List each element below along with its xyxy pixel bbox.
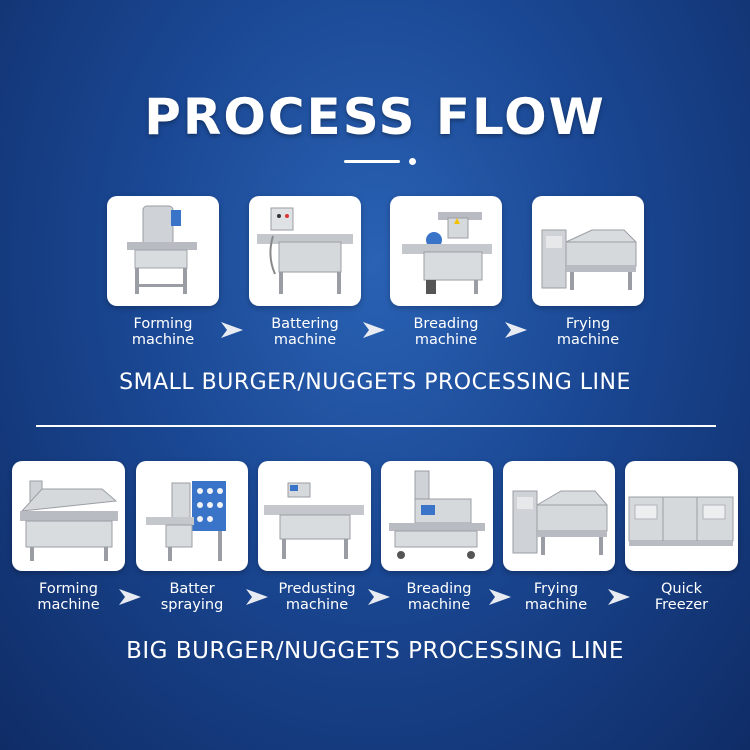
big-forming-machine-image	[12, 461, 125, 571]
small-step-1-label: Forming machine	[107, 316, 219, 348]
big-step-5-line1: Frying	[533, 581, 579, 597]
arrow-right-icon	[505, 322, 527, 338]
small-step-3-line1: Breading	[413, 316, 479, 332]
small-step-3-line2: machine	[414, 332, 478, 348]
big-step-3-line1: Predusting	[278, 581, 356, 597]
small-step-4-line2: machine	[556, 332, 620, 348]
small-frying-machine-image	[532, 196, 644, 306]
arrow-right-icon	[368, 589, 390, 605]
big-step-1-line1: Forming	[39, 581, 98, 597]
title-underline	[344, 160, 400, 163]
arrow-right-icon	[489, 589, 511, 605]
big-step-5-line2: machine	[524, 597, 588, 613]
small-step-2-line2: machine	[273, 332, 337, 348]
big-step-3-line2: machine	[285, 597, 349, 613]
big-step-1-line2: machine	[37, 597, 100, 613]
small-step-1-line1: Forming	[133, 316, 193, 332]
small-step-2-label: Battering machine	[249, 316, 361, 348]
big-quick-freezer-image	[625, 461, 738, 571]
page-title: PROCESS FLOW	[144, 88, 606, 146]
small-line-title: SMALL BURGER/NUGGETS PROCESSING LINE	[119, 370, 631, 395]
small-step-4-label: Frying machine	[532, 316, 644, 348]
big-line-title: BIG BURGER/NUGGETS PROCESSING LINE	[126, 638, 624, 664]
title-dot	[409, 158, 416, 165]
small-step-4-line1: Frying	[565, 316, 611, 332]
big-step-6-line1: Quick	[660, 581, 702, 597]
big-batter-spraying-image	[136, 461, 248, 571]
big-step-3-label: Predusting machine	[258, 581, 376, 613]
arrow-right-icon	[608, 589, 630, 605]
small-breading-machine-image	[390, 196, 502, 306]
big-step-6-label: Quick Freezer	[625, 581, 738, 613]
big-step-2-line1: Batter	[169, 581, 215, 597]
big-step-5-label: Frying machine	[503, 581, 609, 613]
big-frying-machine-image	[503, 461, 615, 571]
small-forming-machine-image	[107, 196, 219, 306]
big-step-2-label: Batter spraying	[136, 581, 248, 613]
arrow-right-icon	[363, 322, 385, 338]
big-predusting-machine-image	[258, 461, 371, 571]
small-step-1-line2: machine	[131, 332, 195, 348]
big-breading-machine-image	[381, 461, 493, 571]
big-step-2-line2: spraying	[160, 597, 224, 613]
big-step-4-label: Breading machine	[381, 581, 497, 613]
arrow-right-icon	[221, 322, 243, 338]
big-step-4-line1: Breading	[406, 581, 472, 597]
section-divider	[36, 425, 716, 427]
big-step-1-label: Forming machine	[12, 581, 125, 613]
small-step-2-line1: Battering	[271, 316, 339, 332]
arrow-right-icon	[119, 589, 141, 605]
arrow-right-icon	[246, 589, 268, 605]
big-step-6-line2: Freezer	[654, 597, 709, 613]
small-step-3-label: Breading machine	[390, 316, 502, 348]
small-battering-machine-image	[249, 196, 361, 306]
big-step-4-line2: machine	[407, 597, 471, 613]
